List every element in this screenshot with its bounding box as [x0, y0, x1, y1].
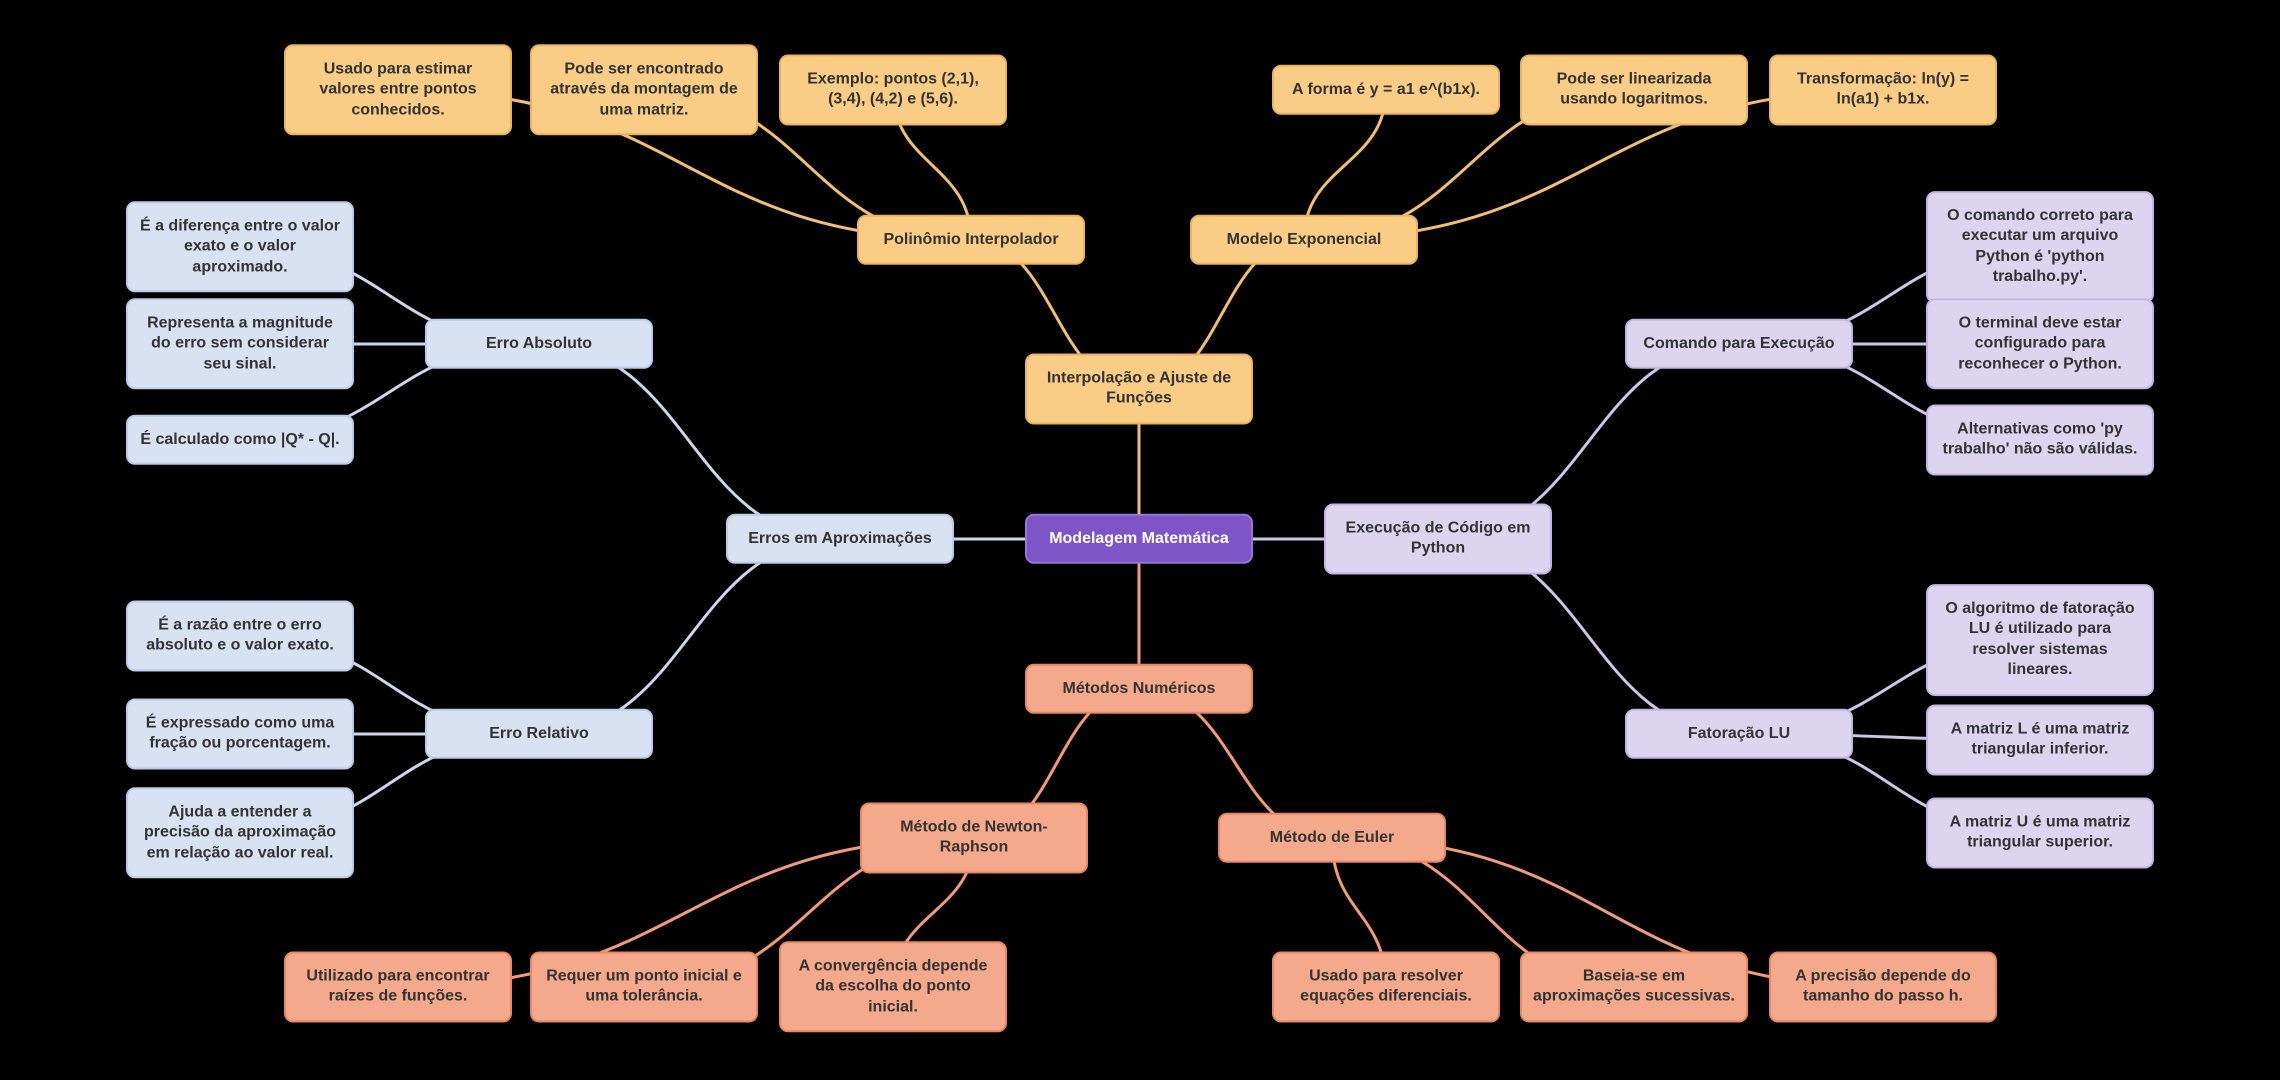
leaf-exponencial-1: A forma é y = a1 e^(b1x).	[1272, 64, 1500, 116]
leaf-fatoracao-2: A matriz L é uma matriz triangular infer…	[1926, 704, 2154, 776]
node-metodos-numericos: Métodos Numéricos	[1025, 663, 1253, 715]
node-modelagem-matematica: Modelagem Matemática	[1025, 513, 1253, 565]
leaf-exponencial-3: Transformação: ln(y) = ln(a1) + b1x.	[1769, 54, 1997, 126]
node-fatoracao-lu: Fatoração LU	[1625, 708, 1853, 760]
leaf-exponencial-2: Pode ser linearizada usando logaritmos.	[1520, 54, 1748, 126]
node-metodo-newton-raphson: Método de Newton-Raphson	[860, 802, 1088, 874]
leaf-comando-1: O comando correto para executar um arqui…	[1926, 191, 2154, 303]
node-erro-relativo: Erro Relativo	[425, 708, 653, 760]
leaf-polinomio-3: Exemplo: pontos (2,1), (3,4), (4,2) e (5…	[779, 54, 1007, 126]
leaf-erro-relativo-2: É expressado como uma fração ou porcenta…	[126, 698, 354, 770]
node-interpolacao-e-ajuste: Interpolação e Ajuste de Funções	[1025, 353, 1253, 425]
node-metodo-de-euler: Método de Euler	[1218, 812, 1446, 864]
leaf-euler-2: Baseia-se em aproximações sucessivas.	[1520, 951, 1748, 1023]
node-polinomio-interpolador: Polinômio Interpolador	[857, 214, 1085, 266]
leaf-comando-2: O terminal deve estar configurado para r…	[1926, 298, 2154, 390]
leaf-euler-3: A precisão depende do tamanho do passo h…	[1769, 951, 1997, 1023]
node-comando-para-execucao: Comando para Execução	[1625, 318, 1853, 370]
leaf-newton-1: Utilizado para encontrar raízes de funçõ…	[284, 951, 512, 1023]
node-execucao-codigo-python: Execução de Código em Python	[1324, 503, 1552, 575]
leaf-newton-3: A convergência depende da escolha do pon…	[779, 941, 1007, 1033]
leaf-erro-relativo-1: É a razão entre o erro absoluto e o valo…	[126, 600, 354, 672]
leaf-polinomio-2: Pode ser encontrado através da montagem …	[530, 44, 758, 136]
leaf-erro-absoluto-3: É calculado como |Q* - Q|.	[126, 414, 354, 466]
leaf-fatoracao-3: A matriz U é uma matriz triangular super…	[1926, 797, 2154, 869]
leaf-erro-absoluto-1: É a diferença entre o valor exato e o va…	[126, 201, 354, 293]
leaf-erro-relativo-3: Ajuda a entender a precisão da aproximaç…	[126, 787, 354, 879]
leaf-newton-2: Requer um ponto inicial e uma tolerância…	[530, 951, 758, 1023]
node-modelo-exponencial: Modelo Exponencial	[1190, 214, 1418, 266]
node-erros-em-aproximacoes: Erros em Aproximações	[726, 513, 954, 565]
leaf-fatoracao-1: O algoritmo de fatoração LU é utilizado …	[1926, 584, 2154, 696]
leaf-comando-3: Alternativas como 'py trabalho' não são …	[1926, 404, 2154, 476]
node-erro-absoluto: Erro Absoluto	[425, 318, 653, 370]
leaf-euler-1: Usado para resolver equações diferenciai…	[1272, 951, 1500, 1023]
leaf-erro-absoluto-2: Representa a magnitude do erro sem consi…	[126, 298, 354, 390]
leaf-polinomio-1: Usado para estimar valores entre pontos …	[284, 44, 512, 136]
